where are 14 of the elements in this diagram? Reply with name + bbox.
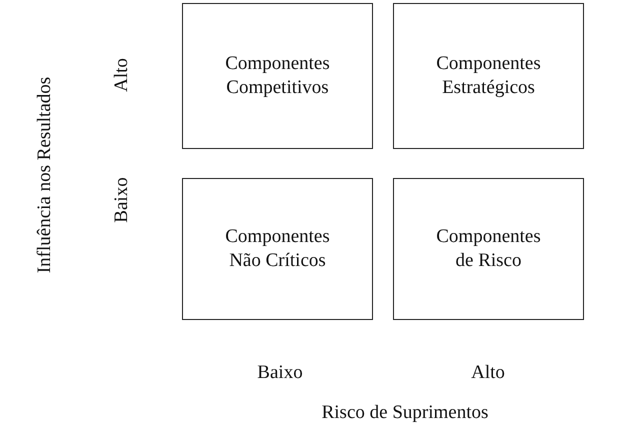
quadrant-box: [393, 3, 584, 149]
axis-value: Alto: [471, 362, 505, 384]
quadrant-box: [182, 178, 373, 320]
axis-value: Alto: [111, 58, 133, 92]
axis-value: Baixo: [257, 362, 303, 384]
quadrant-label: Componentes Não Críticos: [224, 225, 331, 273]
quadrant-label: Componentes Estratégicos: [435, 52, 542, 100]
axis-title: Influência nos Resultados: [34, 76, 56, 274]
quadrant-label: Componentes Competitivos: [224, 52, 331, 100]
quadrant-label: Componentes de Risco: [435, 225, 542, 273]
quadrant-box: [393, 178, 584, 320]
quadrant-box: [182, 3, 373, 149]
axis-value: Baixo: [111, 177, 133, 223]
axis-title: Risco de Suprimentos: [322, 402, 488, 424]
